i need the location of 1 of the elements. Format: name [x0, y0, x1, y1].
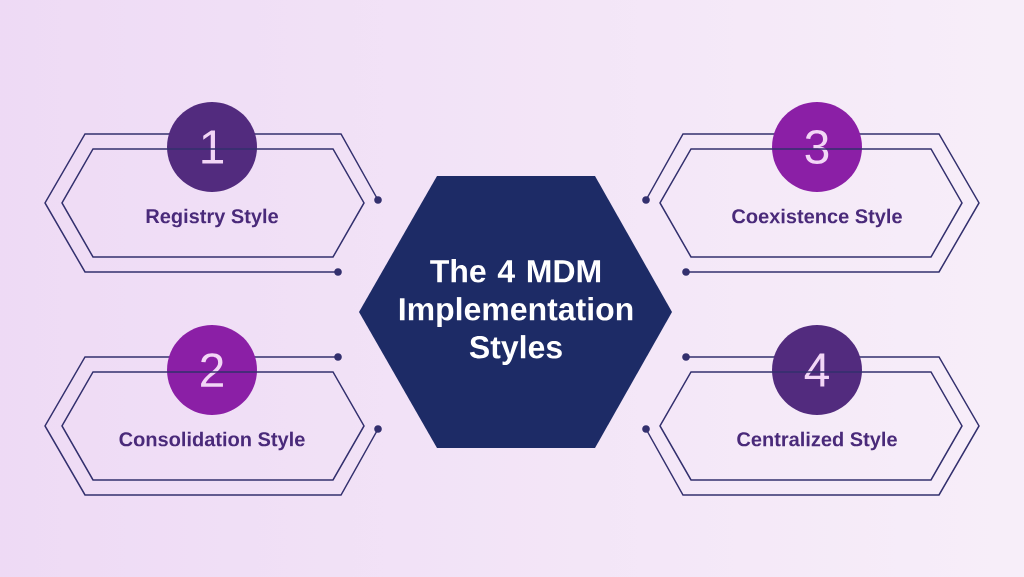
hexagon-box: The 4 MDM Implementation Styles	[359, 176, 672, 448]
